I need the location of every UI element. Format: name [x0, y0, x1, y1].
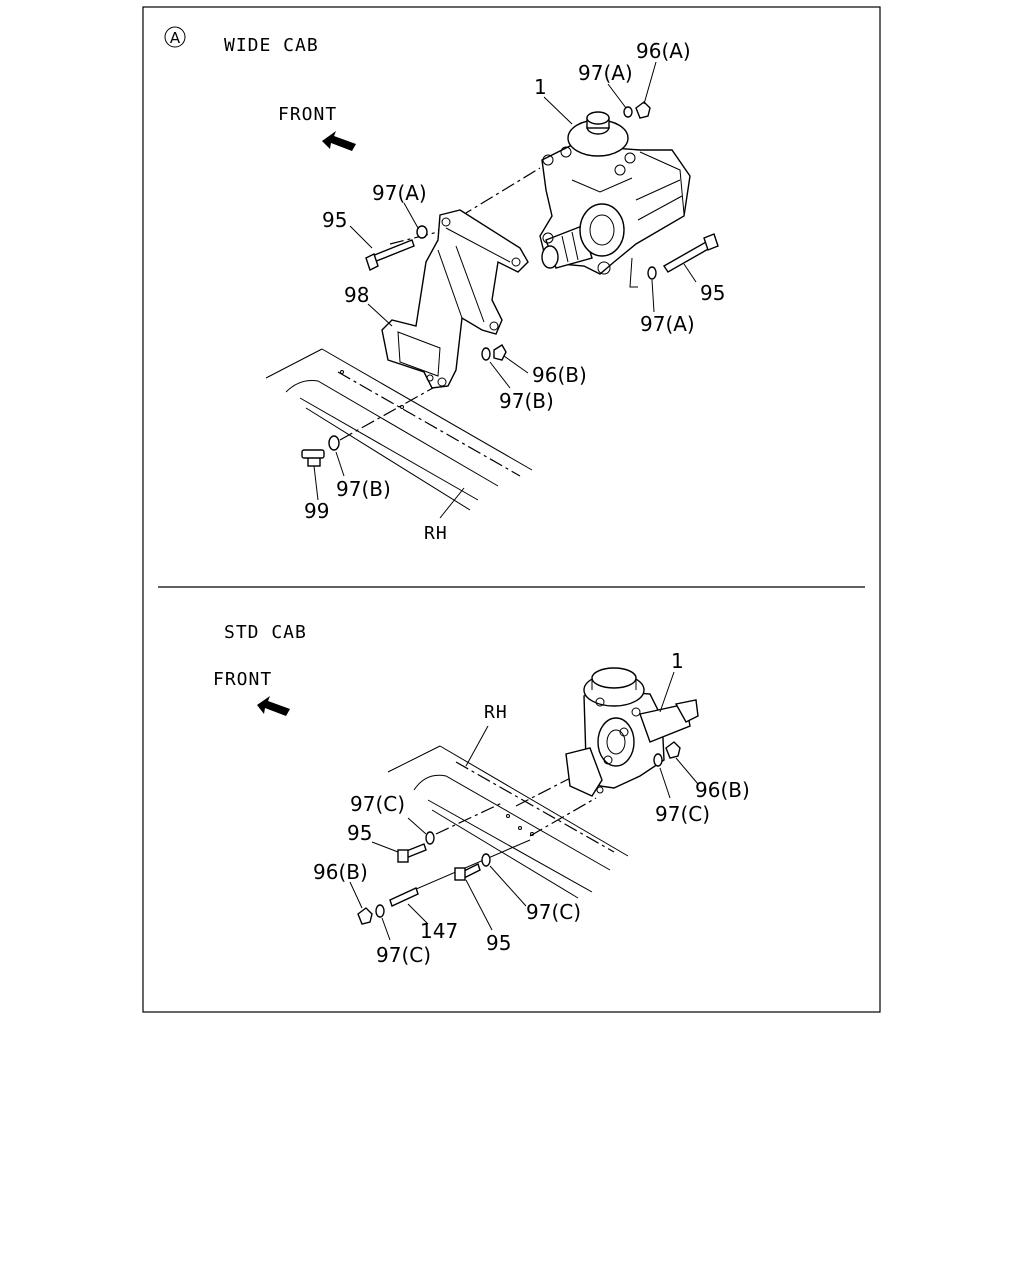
bolt-95-left [365, 239, 415, 271]
callout-95-right: 95 [700, 281, 725, 305]
front-arrow-icon [257, 696, 290, 716]
steering-gear-assembly [565, 667, 699, 797]
wide-cab-section: A WIDE CAB FRONT [164, 26, 725, 544]
bolt-95-lower [454, 863, 481, 881]
bolt-99 [301, 449, 325, 467]
leader-lines [313, 61, 697, 519]
nut-96b [493, 344, 507, 361]
callout-98: 98 [344, 283, 369, 307]
washer-97a-right [647, 266, 657, 280]
std-cab-title: STD CAB [224, 622, 307, 643]
mounting-bracket [381, 209, 529, 389]
callout-97c-right: 97(C) [526, 900, 581, 924]
std-cab-section: STD CAB FRONT [213, 622, 750, 967]
washer-97b-upper [481, 347, 491, 361]
diagram-frame [142, 6, 881, 1013]
front-label: FRONT [278, 104, 337, 125]
frame-label-rh: RH [424, 523, 448, 544]
callout-95-left: 95 [347, 821, 372, 845]
callout-97a-left: 97(A) [372, 181, 427, 205]
washer-97a-top [623, 106, 633, 118]
washer-97c-left [425, 831, 435, 845]
steering-gear-assembly [539, 111, 691, 275]
nut-96b-bottom [357, 907, 373, 925]
callout-97a-top: 97(A) [578, 61, 633, 85]
washer-97b-lower [328, 435, 340, 451]
callout-1: 1 [671, 649, 684, 673]
callout-95-left: 95 [322, 208, 347, 232]
washer-97c-top [653, 753, 663, 767]
nut-96a [635, 101, 651, 119]
callout-97c-top: 97(C) [655, 802, 710, 826]
front-arrow-icon [322, 131, 356, 151]
bolt-147 [389, 887, 419, 907]
callout-97b-upper: 97(B) [499, 389, 554, 413]
washer-97a-left [416, 225, 428, 239]
nut-96b-top [665, 741, 681, 759]
callout-96b-top: 96(B) [695, 778, 750, 802]
bolt-95-right [663, 233, 719, 273]
callout-96b: 96(B) [532, 363, 587, 387]
callout-147: 147 [420, 919, 458, 943]
washer-97c-right [481, 853, 491, 867]
callout-97c-bottom: 97(C) [376, 943, 431, 967]
bolt-95-left [397, 843, 427, 863]
frame-label-rh: RH [484, 702, 508, 723]
callout-1: 1 [534, 75, 547, 99]
frame-rail [265, 348, 533, 511]
leader-lines [349, 671, 699, 941]
callout-97c-left: 97(C) [350, 792, 405, 816]
view-marker: A [170, 29, 181, 47]
wide-cab-title: WIDE CAB [224, 35, 319, 56]
callout-96b-bottom: 96(B) [313, 860, 368, 884]
callout-95-lower: 95 [486, 931, 511, 955]
callout-97a-right: 97(A) [640, 312, 695, 336]
view-marker-circle [164, 26, 186, 48]
frame-rail [387, 745, 629, 899]
washer-97c-bottom [375, 904, 385, 918]
front-label: FRONT [213, 669, 272, 690]
callout-99: 99 [304, 499, 329, 523]
callout-96a-top: 96(A) [636, 39, 691, 63]
callout-97b-lower: 97(B) [336, 477, 391, 501]
